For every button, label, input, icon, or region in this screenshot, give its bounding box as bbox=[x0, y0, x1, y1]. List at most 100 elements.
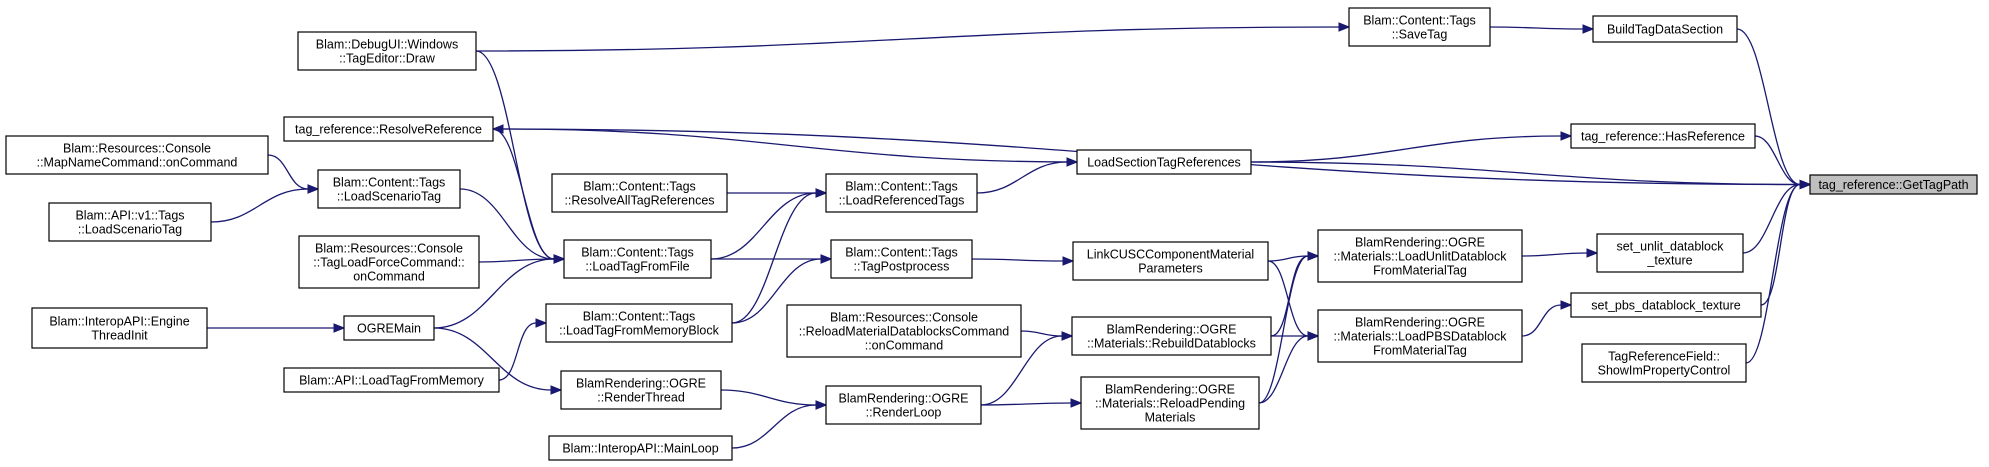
node-ogremain[interactable]: OGREMain bbox=[343, 315, 435, 341]
node-box bbox=[1596, 233, 1744, 273]
node-box bbox=[1592, 15, 1738, 43]
node-mainloop[interactable]: Blam::InteropAPI::MainLoop bbox=[548, 435, 733, 461]
edge-line bbox=[1745, 183, 1801, 364]
node-label-line: Blam::Content::Tags bbox=[1363, 14, 1476, 28]
node-box bbox=[1317, 229, 1523, 283]
node-label-line: Blam::Resources::Console bbox=[315, 242, 463, 256]
node-buildtagdatasection[interactable]: BuildTagDataSection bbox=[1592, 15, 1738, 43]
node-label-line: Blam::Content::Tags bbox=[583, 310, 696, 324]
node-label-line: Blam::API::LoadTagFromMemory bbox=[299, 374, 485, 388]
node-set-pbs[interactable]: set_pbs_datablock_texture bbox=[1570, 292, 1762, 318]
node-reloadmaterialdatablocks[interactable]: Blam::Resources::Console::ReloadMaterial… bbox=[786, 304, 1022, 358]
node-loadtagfrommemoryblock[interactable]: Blam::Content::Tags::LoadTagFromMemoryBl… bbox=[545, 303, 733, 343]
node-label-line: ::LoadScenarioTag bbox=[337, 190, 441, 204]
edge-line bbox=[267, 154, 309, 190]
node-box bbox=[31, 307, 208, 349]
edge-loadsectiontagreferences-to-resolvereference bbox=[491, 124, 1078, 163]
node-label-line: Blam::Resources::Console bbox=[63, 142, 211, 156]
edge-tageditor-draw-to-loadtagfromfile bbox=[475, 50, 566, 264]
node-box bbox=[1071, 316, 1272, 356]
edge-line bbox=[1258, 335, 1309, 404]
node-label-line: ::TagLoadForceCommand:: bbox=[313, 256, 464, 270]
edge-line bbox=[492, 128, 555, 260]
node-reloadpending[interactable]: BlamRendering::OGRE::Materials::ReloadPe… bbox=[1080, 376, 1260, 430]
edge-line bbox=[1754, 135, 1801, 186]
node-label-line: BlamRendering::OGRE bbox=[839, 392, 969, 406]
node-loadtagfromfile[interactable]: Blam::Content::Tags::LoadTagFromFile bbox=[563, 239, 712, 279]
arrowhead bbox=[1061, 331, 1074, 341]
node-box bbox=[786, 304, 1022, 358]
node-savetag[interactable]: Blam::Content::Tags::SaveTag bbox=[1348, 7, 1491, 47]
node-box bbox=[1080, 376, 1260, 430]
edge-line bbox=[1250, 161, 1801, 186]
edge-line bbox=[1736, 28, 1801, 186]
arrowhead bbox=[1307, 331, 1320, 341]
node-box bbox=[1076, 149, 1252, 175]
node-label-line: Blam::Content::Tags bbox=[333, 176, 446, 190]
node-loadreferencedtags[interactable]: Blam::Content::Tags::LoadReferencedTags bbox=[825, 173, 978, 213]
node-tageditor-draw[interactable]: Blam::DebugUI::Windows::TagEditor::Draw bbox=[297, 31, 477, 71]
node-label-line: BlamRendering::OGRE bbox=[576, 377, 706, 391]
edge-line bbox=[475, 26, 1340, 52]
edge-mainloop-to-renderloop bbox=[731, 400, 828, 449]
edge-tagpostprocess-to-linkcusc bbox=[971, 256, 1075, 266]
node-label-line: ::ReloadMaterialDatablocksCommand bbox=[799, 325, 1010, 339]
node-label-line: ::TagPostprocess bbox=[854, 260, 950, 274]
edge-line bbox=[210, 188, 309, 223]
edge-reloadpending-to-loadunlit bbox=[1258, 251, 1320, 404]
node-tagpostprocess[interactable]: Blam::Content::Tags::TagPostprocess bbox=[830, 239, 973, 279]
node-loadunlit[interactable]: BlamRendering::OGRE::Materials::LoadUnli… bbox=[1317, 229, 1523, 283]
arrowhead bbox=[1586, 248, 1599, 258]
node-gettagpath[interactable]: tag_reference::GetTagPath bbox=[1809, 174, 1978, 195]
node-label-line: LoadSectionTagReferences bbox=[1087, 156, 1241, 170]
edge-reloadpending-to-loadpbs bbox=[1258, 331, 1320, 404]
edge-line bbox=[498, 322, 537, 381]
node-loadpbs[interactable]: BlamRendering::OGRE::Materials::LoadPBSD… bbox=[1317, 309, 1523, 363]
node-mapnamecommand[interactable]: Blam::Resources::Console::MapNameCommand… bbox=[5, 135, 269, 175]
node-label-line: Blam::DebugUI::Windows bbox=[316, 38, 458, 52]
node-renderthread[interactable]: BlamRendering::OGRE::RenderThread bbox=[560, 370, 722, 410]
edge-loadtagfromfile-to-tagpostprocess bbox=[711, 254, 833, 264]
node-label-line: Blam::API::v1::Tags bbox=[75, 209, 184, 223]
node-label-line: Blam::Content::Tags bbox=[583, 180, 696, 194]
arrowhead bbox=[1560, 131, 1573, 141]
node-label-line: BlamRendering::OGRE bbox=[1355, 236, 1485, 250]
node-label-line: OGREMain bbox=[357, 322, 421, 336]
edge-api-loadscenariotag-to-loadscenariotag bbox=[210, 184, 320, 223]
node-resolvealltagreferences[interactable]: Blam::Content::Tags::ResolveAllTagRefere… bbox=[551, 173, 728, 213]
edge-tageditor-draw-to-savetag bbox=[475, 22, 1351, 52]
node-label-line: ::LoadTagFromMemoryBlock bbox=[559, 324, 720, 338]
node-hasreference[interactable]: tag_reference::HasReference bbox=[1570, 123, 1756, 149]
node-resolvereference[interactable]: tag_reference::ResolveReference bbox=[283, 116, 494, 142]
edge-api-loadtagfrommemory-to-loadtagfrommemoryblock bbox=[498, 318, 548, 381]
node-box bbox=[1581, 343, 1747, 383]
node-box bbox=[545, 303, 733, 343]
node-box bbox=[1317, 309, 1523, 363]
node-label-line: tag_reference::GetTagPath bbox=[1818, 178, 1968, 192]
edge-line bbox=[1267, 255, 1309, 262]
arrowhead bbox=[550, 385, 563, 395]
node-set-unlit[interactable]: set_unlit_datablock_texture bbox=[1596, 233, 1744, 273]
node-api-loadtagfrommemory[interactable]: Blam::API::LoadTagFromMemory bbox=[283, 367, 500, 393]
node-loadscenariotag[interactable]: Blam::Content::Tags::LoadScenarioTag bbox=[317, 169, 461, 209]
edge-line bbox=[731, 258, 822, 324]
node-renderloop[interactable]: BlamRendering::OGRE::RenderLoop bbox=[825, 385, 982, 425]
node-loadsectiontagreferences[interactable]: LoadSectionTagReferences bbox=[1076, 149, 1252, 175]
node-showimproperty[interactable]: TagReferenceField::ShowImPropertyControl bbox=[1581, 343, 1747, 383]
edge-ogremain-to-loadtagfromfile bbox=[433, 254, 566, 329]
node-api-loadscenariotag[interactable]: Blam::API::v1::Tags::LoadScenarioTag bbox=[48, 202, 212, 242]
edge-line bbox=[1258, 255, 1309, 404]
edge-line bbox=[475, 50, 555, 260]
edge-loadtagfrommemoryblock-to-loadreferencedtags bbox=[731, 188, 828, 324]
arrowhead bbox=[1582, 24, 1595, 34]
arrowhead bbox=[815, 400, 828, 410]
node-rebuilddatablocks[interactable]: BlamRendering::OGRE::Materials::RebuildD… bbox=[1071, 316, 1272, 356]
node-label-line: LinkCUSCComponentMaterial bbox=[1087, 248, 1254, 262]
node-label-line: tag_reference::HasReference bbox=[1581, 130, 1745, 144]
node-label-line: ::Materials::LoadUnlitDatablock bbox=[1334, 250, 1508, 264]
edges-layer bbox=[207, 22, 1812, 449]
node-label-line: ::MapNameCommand::onCommand bbox=[37, 156, 238, 170]
node-tagloadforcecommand[interactable]: Blam::Resources::Console::TagLoadForceCo… bbox=[298, 235, 480, 289]
